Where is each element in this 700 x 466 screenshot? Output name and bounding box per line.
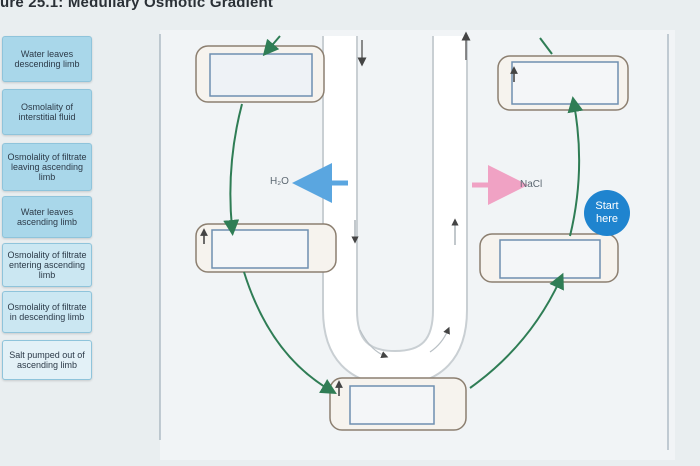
bottom-flow-arrow-right (429, 326, 450, 353)
start-here-button[interactable]: Start here (584, 190, 630, 236)
label-water-leaves-descending[interactable]: Water leaves descending limb (2, 36, 92, 82)
label-osmolality-entering-ascending[interactable]: Osmolality of filtrate entering ascendin… (2, 243, 92, 287)
drop-zone-mid-right[interactable] (479, 233, 619, 283)
h2o-label: H₂O (270, 176, 289, 187)
loop-tube (322, 36, 468, 387)
figure-title: ure 25.1: Medullary Osmotic Gradient (0, 0, 274, 11)
label-water-leaves-ascending[interactable]: Water leaves ascending limb (2, 196, 92, 238)
green-arrow-bottom-to-mid-right (469, 272, 564, 389)
label-osmolality-leaving-ascending[interactable]: Osmolality of filtrate leaving ascending… (2, 143, 92, 191)
bottom-flow-arrow-left (359, 329, 389, 359)
label-osmolality-interstitial[interactable]: Osmolality of interstitial fluid (2, 89, 92, 135)
green-arrow-into-top-left (262, 35, 281, 57)
green-arrow-top-to-mid-left (223, 103, 243, 236)
drop-zone-bottom[interactable] (329, 377, 467, 431)
green-arrow-mid-left-to-bottom (243, 271, 337, 395)
drop-zone-top-left[interactable] (195, 45, 325, 103)
green-line-out-top-right (539, 37, 553, 55)
drop-zone-mid-left[interactable] (195, 223, 337, 273)
label-salt-pumped-out[interactable]: Salt pumped out of ascending limb (2, 340, 92, 380)
label-osmolality-descending[interactable]: Osmolality of filtrate in descending lim… (2, 291, 92, 333)
drop-zone-top-right[interactable] (497, 55, 629, 111)
nacl-label: NaCl (520, 179, 543, 190)
green-arrow-mid-right-to-top-right (567, 96, 584, 237)
